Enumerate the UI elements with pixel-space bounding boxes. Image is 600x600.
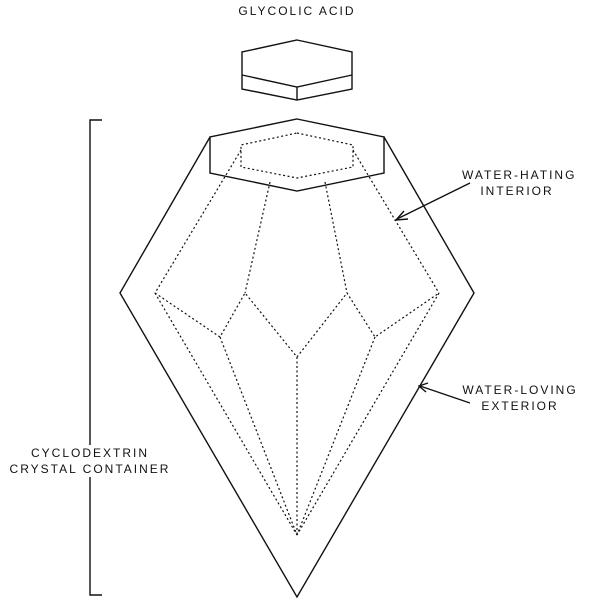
title-glycolic-acid: GLYCOLIC ACID [238,4,356,18]
label-container: CYCLODEXTRIN CRYSTAL CONTAINER [0,445,180,477]
label-interior-line2: INTERIOR [480,184,554,198]
container-inner-cavity [154,132,440,536]
label-interior-line1: WATER-HATING [462,168,577,182]
label-exterior-line1: WATER-LOVING [462,383,578,397]
container-outer-shell [119,118,475,599]
bracket [89,119,102,596]
label-interior: WATER-HATING INTERIOR [462,167,577,199]
label-container-line2: CRYSTAL CONTAINER [9,462,171,476]
label-container-line1: CYCLODEXTRIN [30,446,149,460]
label-exterior: WATER-LOVING EXTERIOR [462,382,578,414]
glycolic-acid-molecule [241,39,353,101]
label-exterior-line2: EXTERIOR [481,399,559,413]
arrow-exterior [417,382,471,404]
arrow-interior [394,182,471,221]
